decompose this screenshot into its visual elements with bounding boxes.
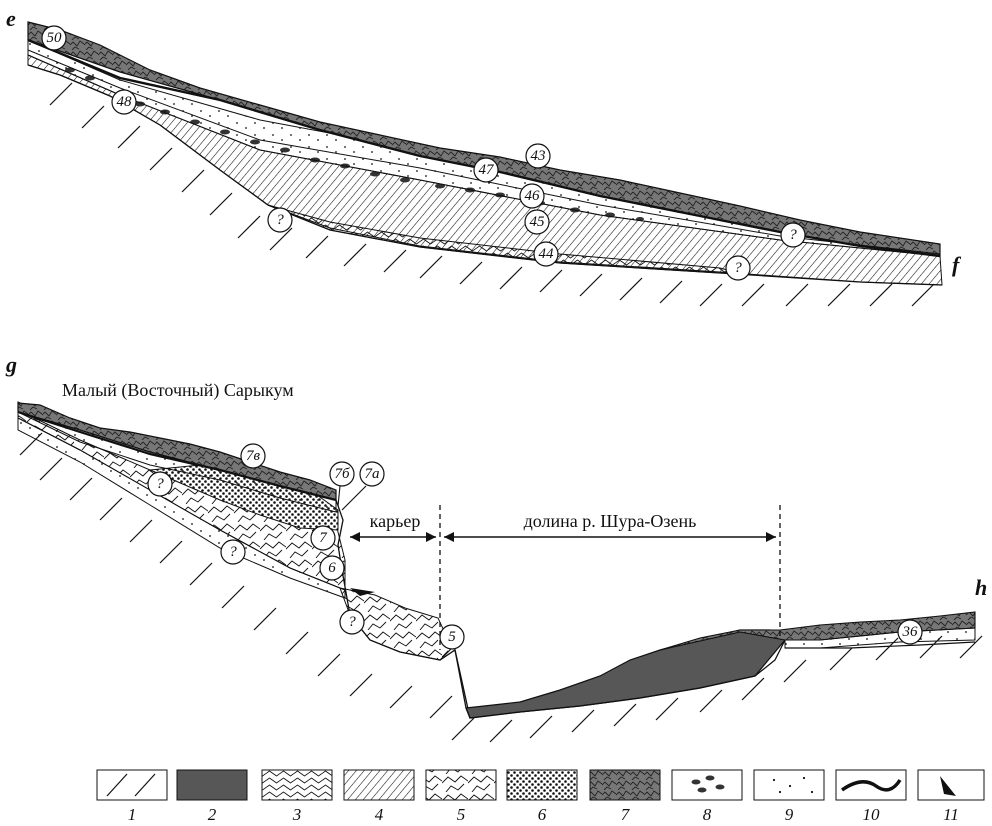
svg-text:7: 7 [621, 805, 631, 824]
svg-text:6: 6 [328, 560, 336, 576]
section-title: Малый (Восточный) Сарыкум [62, 380, 294, 401]
marker-46: 46 [520, 184, 544, 208]
pointer-7a [342, 486, 366, 510]
svg-text:?: ? [276, 212, 284, 228]
legend-item-3: 3 [262, 770, 332, 824]
marker-44: 44 [534, 242, 558, 266]
svg-text:?: ? [734, 260, 742, 276]
dim-valley: долина р. Шура-Озень [444, 511, 776, 542]
svg-text:36: 36 [902, 624, 919, 640]
section-e-f: e f 50 48 47 43 46 45 44 ? ? ? [6, 6, 962, 306]
svg-text:4: 4 [375, 805, 384, 824]
marker-7b: 7б [330, 462, 354, 486]
svg-text:11: 11 [943, 805, 959, 824]
marker-q6: ? [340, 610, 364, 634]
svg-text:2: 2 [208, 805, 217, 824]
svg-text:7в: 7в [246, 448, 261, 464]
svg-text:?: ? [229, 544, 237, 560]
marker-50: 50 [42, 26, 66, 50]
marker-q5: ? [221, 540, 245, 564]
label-h: h [975, 575, 987, 600]
marker-5: 5 [440, 625, 464, 649]
marker-45: 45 [525, 210, 549, 234]
svg-text:45: 45 [530, 214, 546, 230]
section-g-h: g Малый (Восточный) Сарыкум h [5, 352, 987, 742]
pointer-7b [338, 486, 340, 506]
svg-text:43: 43 [531, 148, 546, 164]
legend-item-11: 11 [918, 770, 984, 824]
svg-text:7а: 7а [365, 466, 380, 482]
svg-text:?: ? [348, 614, 356, 630]
svg-text:?: ? [789, 227, 797, 243]
marker-7: 7 [311, 526, 335, 550]
legend-item-7: 7 [590, 770, 660, 824]
legend-item-6: 6 [507, 770, 577, 824]
legend-item-8: 8 [672, 770, 742, 824]
label-f: f [952, 252, 962, 277]
legend-item-5: 5 [426, 770, 496, 824]
svg-text:5: 5 [448, 629, 456, 645]
marker-q3: ? [726, 256, 750, 280]
marker-6: 6 [320, 556, 344, 580]
svg-text:47: 47 [479, 162, 496, 178]
svg-text:50: 50 [47, 30, 63, 46]
svg-text:1: 1 [128, 805, 137, 824]
legend-item-4: 4 [344, 770, 414, 824]
label-g: g [5, 352, 17, 377]
legend-item-9: 9 [754, 770, 824, 824]
dim-quarry: карьер [350, 511, 436, 542]
marker-48: 48 [112, 90, 136, 114]
svg-text:долина р. Шура-Озень: долина р. Шура-Озень [524, 511, 697, 531]
legend-item-10: 10 [836, 770, 906, 824]
svg-text:9: 9 [785, 805, 794, 824]
marker-q2: ? [781, 223, 805, 247]
svg-text:48: 48 [117, 94, 133, 110]
svg-text:6: 6 [538, 805, 547, 824]
marker-q1: ? [268, 208, 292, 232]
label-e: e [6, 6, 16, 31]
marker-7v: 7в [241, 444, 265, 468]
svg-text:8: 8 [703, 805, 712, 824]
unit-2-valley-fill [466, 630, 785, 718]
legend: 1 2 3 4 5 6 7 [97, 770, 984, 824]
marker-47: 47 [474, 158, 498, 182]
marker-43: 43 [526, 144, 550, 168]
svg-text:7б: 7б [334, 466, 350, 482]
svg-text:44: 44 [539, 246, 555, 262]
svg-text:46: 46 [525, 188, 541, 204]
marker-36: 36 [898, 620, 922, 644]
svg-text:5: 5 [457, 805, 466, 824]
svg-text:?: ? [156, 476, 164, 492]
marker-q4: ? [148, 472, 172, 496]
marker-7a: 7а [360, 462, 384, 486]
legend-item-1: 1 [97, 770, 167, 824]
legend-item-2: 2 [177, 770, 247, 824]
svg-text:карьер: карьер [370, 511, 421, 531]
svg-text:3: 3 [292, 805, 302, 824]
svg-text:10: 10 [863, 805, 881, 824]
